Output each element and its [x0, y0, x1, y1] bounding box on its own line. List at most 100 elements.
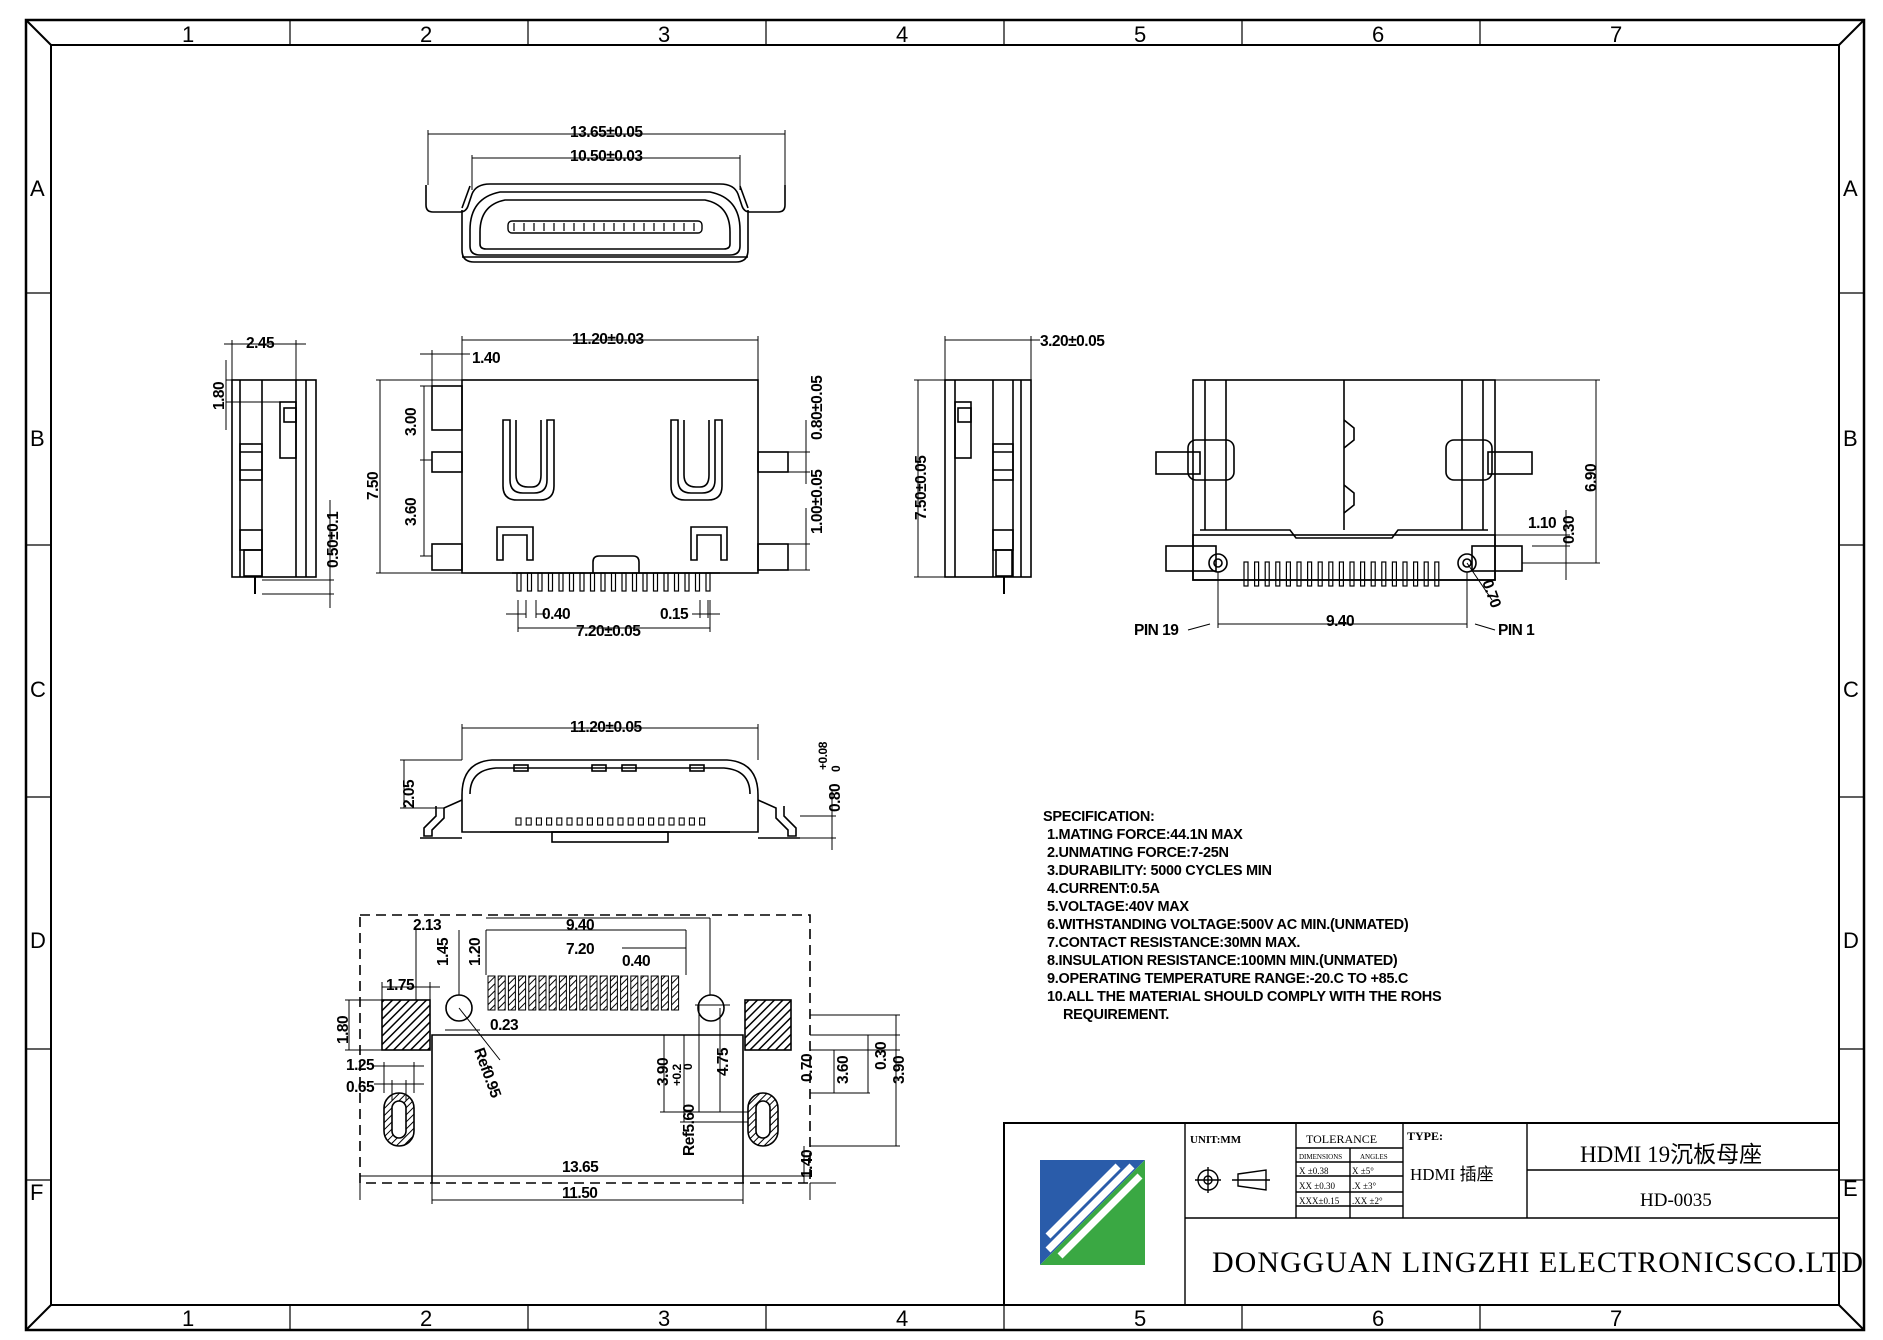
solder-pad [538, 975, 547, 1011]
spec-item-9: 9.OPERATING TEMPERATURE RANGE:-20.C TO +… [1047, 971, 1409, 987]
tol-dim-3: XXX±0.15 [1299, 1196, 1340, 1206]
dim-left-2-45: 2.45 [246, 335, 275, 352]
dim-front-0-15: 0.15 [660, 606, 689, 623]
spec-item-10-cont: REQUIREMENT. [1063, 1007, 1169, 1023]
pin [1391, 561, 1398, 587]
dim-pcb-1-75: 1.75 [386, 977, 415, 994]
solder-pad [497, 975, 506, 1011]
pin [631, 572, 638, 592]
solder-pad [650, 975, 659, 1011]
tol-dim-1: X ±0.38 [1299, 1166, 1329, 1176]
solder-pad [660, 975, 669, 1011]
pin [1423, 561, 1429, 587]
tol-angle-1: X ±5° [1352, 1166, 1374, 1176]
dim-rear-1-10: 1.10 [1528, 515, 1556, 532]
pin [1317, 561, 1323, 587]
pin [1402, 561, 1408, 587]
pin [600, 572, 606, 592]
solder-pad [620, 975, 629, 1011]
col-label-2b: 2 [420, 1306, 432, 1331]
col-label-4: 4 [896, 22, 908, 47]
tol-dim-2: XX ±0.30 [1299, 1181, 1335, 1191]
pin [648, 817, 655, 826]
pin [610, 572, 617, 592]
company-name: DONGGUAN LINGZHI ELECTRONICSCO.LTD [1212, 1246, 1864, 1279]
tolerance-header: TOLERANCE [1306, 1132, 1377, 1146]
unit-label: UNIT:MM [1190, 1134, 1242, 1146]
dim-rear-9-40: 9.40 [1326, 613, 1354, 630]
pin [586, 817, 593, 826]
frame-labels: 1 2 3 4 5 6 7 1 2 3 4 5 6 7 A B C D F A … [30, 22, 1859, 1331]
pin [652, 572, 659, 592]
pcb-layout-view [359, 914, 811, 1184]
left-side-view [231, 379, 317, 594]
pin [576, 817, 583, 826]
pin [516, 572, 522, 592]
pin [684, 572, 690, 592]
dim-bottom-11-20: 11.20±0.05 [570, 719, 642, 736]
pin [1253, 561, 1260, 587]
spec-item-10: 10.ALL THE MATERIAL SHOULD COMPLY WITH T… [1047, 989, 1442, 1005]
row-label-f: F [30, 1180, 43, 1205]
tol-angle-2: .X ±3° [1352, 1181, 1376, 1191]
dim-front-1-40: 1.40 [472, 350, 500, 367]
col-label-7: 7 [1610, 22, 1622, 47]
front-view-pins [516, 572, 711, 592]
top-view [425, 183, 786, 263]
row-label-e-right: E [1843, 1176, 1858, 1201]
dim-left-1-80: 1.80 [211, 382, 228, 410]
pin [1349, 561, 1355, 587]
dim-pcb-7-20: 7.20 [566, 941, 594, 958]
pin [673, 572, 680, 592]
dim-bottom-tol-zero: 0 [829, 765, 843, 772]
col-label-4b: 4 [896, 1306, 908, 1331]
bottom-view [420, 759, 800, 843]
solder-pad [599, 975, 608, 1011]
dimension-lines [224, 130, 1600, 1204]
top-view-pins [513, 223, 695, 231]
row-label-a: A [30, 176, 45, 201]
sheet-frame [24, 18, 1866, 1332]
dim-pcb-1-80: 1.80 [335, 1016, 352, 1044]
pin [1412, 561, 1419, 587]
pcb-pads [487, 975, 680, 1011]
pin [525, 817, 532, 826]
dim-front-7-20: 7.20±0.05 [576, 623, 641, 640]
dim-pcb-1-20: 1.20 [467, 938, 484, 966]
bottom-view-pins [515, 817, 706, 826]
dim-pcb-1-45: 1.45 [435, 937, 452, 966]
spec-item-8: 8.INSULATION RESISTANCE:100MN MIN.(UNMAT… [1047, 953, 1398, 969]
dim-pcb-3-90: 3.90 [655, 1058, 672, 1086]
col-label-5: 5 [1134, 22, 1146, 47]
tol-angle-3: .XX ±2° [1352, 1196, 1383, 1206]
dim-rear-6-90: 6.90 [1583, 464, 1600, 492]
solder-pad [528, 975, 537, 1011]
pin [558, 572, 564, 592]
dim-bottom-2-05: 2.05 [401, 779, 418, 808]
pin [526, 572, 533, 592]
solder-pad [640, 975, 649, 1011]
spec-item-4: 4.CURRENT:0.5A [1047, 881, 1160, 897]
pin [607, 817, 614, 826]
dim-pcb-tol-zero: 0 [681, 1063, 695, 1070]
rear-view-pins [1243, 561, 1440, 587]
pin [515, 817, 522, 826]
dim-pcb-1-40: 1.40 [799, 1150, 816, 1178]
dim-pcb-11-50: 11.50 [562, 1185, 597, 1202]
company-logo [1040, 1160, 1145, 1265]
pin [1370, 561, 1376, 587]
row-label-b-right: B [1843, 426, 1858, 451]
solder-pad [558, 975, 567, 1011]
right-side-view [944, 379, 1032, 594]
dim-rear-0-70: 0.70 [1478, 578, 1504, 610]
pin [579, 572, 585, 592]
pin [627, 817, 634, 826]
solder-pad [609, 975, 618, 1011]
pin [535, 817, 542, 826]
pin [1306, 561, 1313, 587]
pin [1328, 561, 1334, 587]
solder-pad [589, 975, 598, 1011]
part-name: HDMI 19沉板母座 [1580, 1142, 1762, 1167]
